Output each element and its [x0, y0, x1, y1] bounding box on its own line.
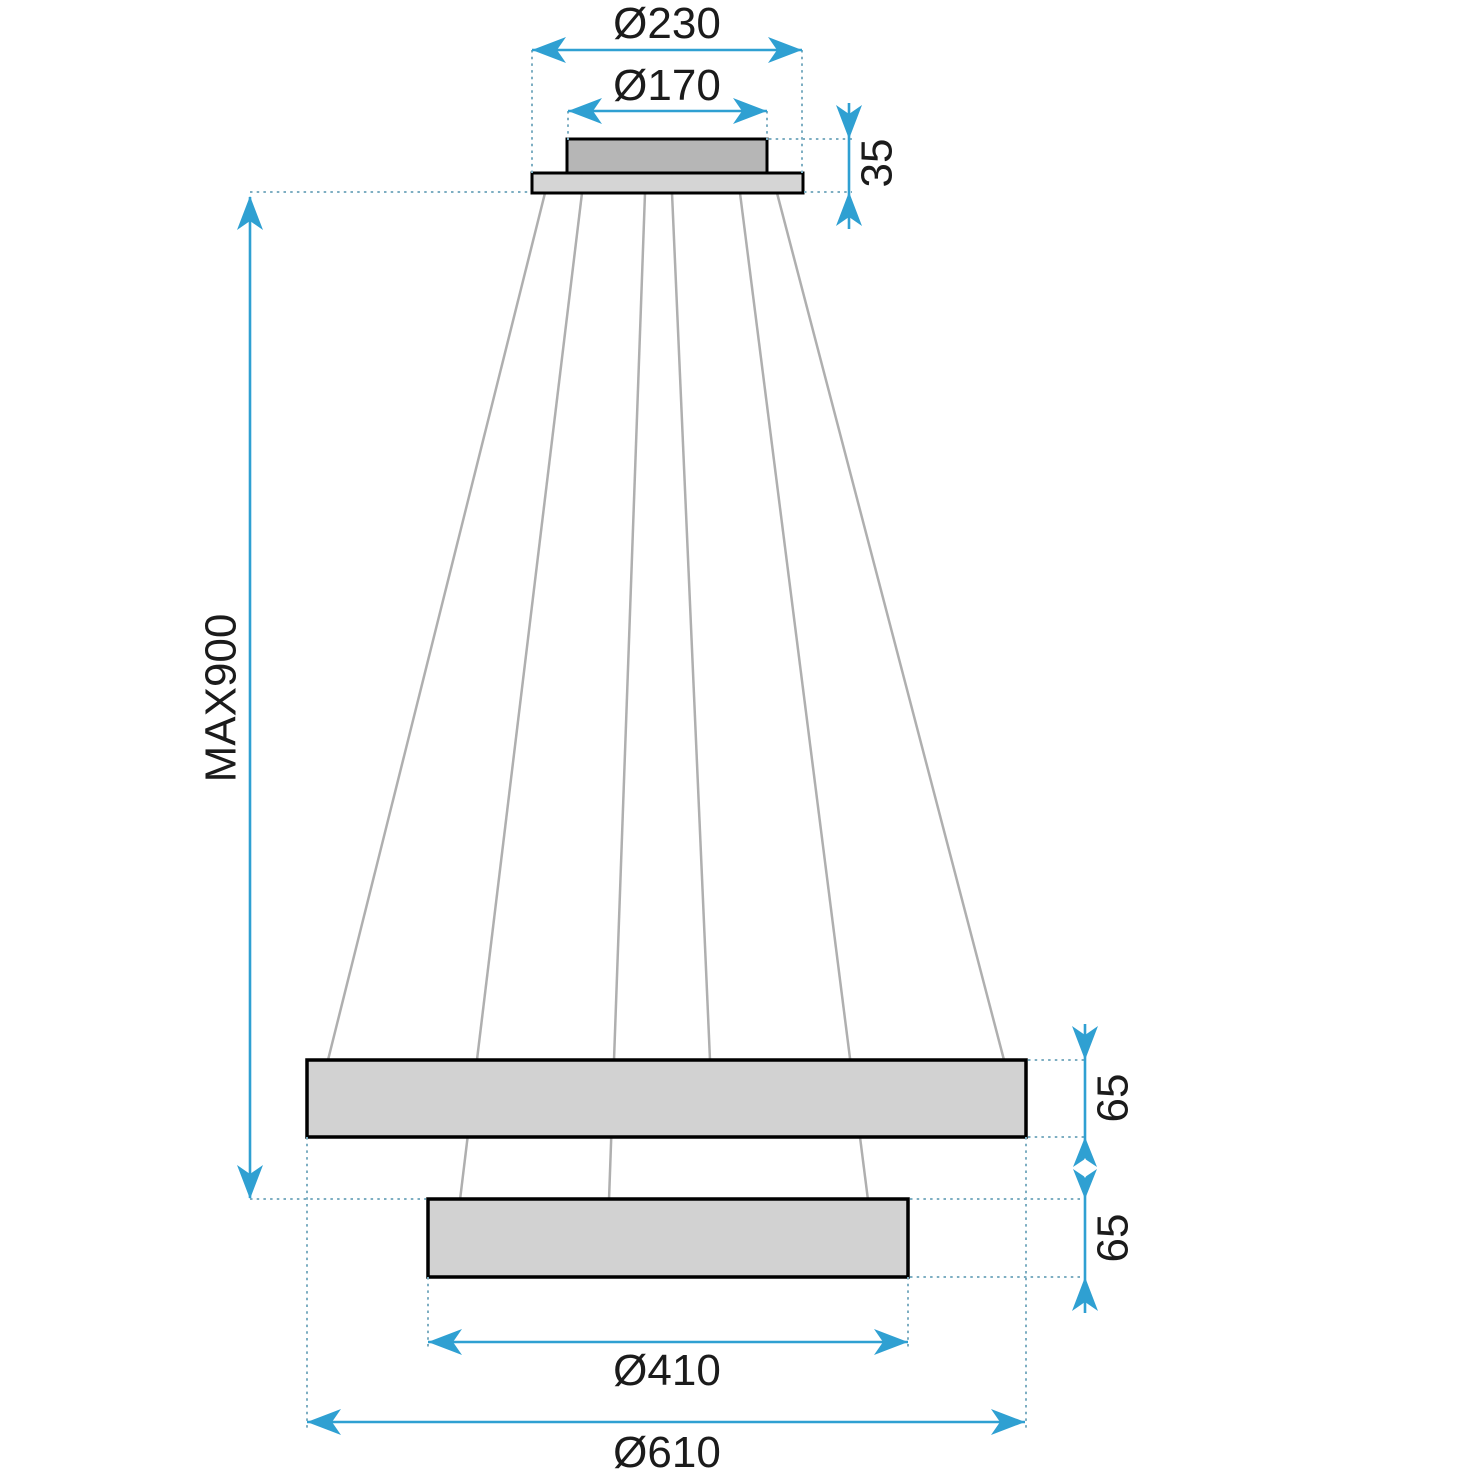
suspension-wire	[607, 192, 647, 1201]
extension-lines	[250, 50, 1086, 1428]
inner-ring	[426, 1197, 910, 1279]
suspension-wire	[775, 192, 1006, 1061]
arrow-up-icon	[1072, 1277, 1098, 1311]
arrow-up-icon	[836, 192, 862, 226]
outer-ring-diameter-label: Ø610	[613, 1428, 721, 1477]
suspension-wire	[458, 192, 584, 1201]
dimension-labels: Ø230 Ø170 35 MAX900 65 65 Ø410 Ø610	[197, 0, 1138, 1477]
canopy-inner-diameter-label: Ø170	[613, 61, 721, 110]
arrow-left-icon	[428, 1329, 462, 1355]
outer-ring-height-label: 65	[1089, 1074, 1138, 1123]
arrow-down-icon	[1072, 1026, 1098, 1060]
arrow-right-icon	[874, 1329, 908, 1355]
arrow-up-icon	[1073, 1137, 1097, 1167]
arrow-right-icon	[733, 98, 767, 124]
outer-ring	[305, 1058, 1028, 1139]
inner-ring-height-label: 65	[1089, 1214, 1138, 1263]
canopy-mount-plate	[530, 171, 805, 195]
suspension-wires	[326, 192, 1006, 1201]
canopy-outer-diameter-label: Ø230	[613, 0, 721, 48]
max-suspension-label: MAX900	[197, 614, 246, 783]
gap-diamond-icon	[1079, 1158, 1091, 1178]
suspension-wire	[670, 192, 712, 1061]
canopy-height-label: 35	[853, 139, 902, 188]
suspension-wire	[326, 192, 547, 1061]
arrow-left-icon	[307, 1409, 341, 1435]
dimension-arrowheads	[237, 37, 1098, 1435]
arrow-down-icon	[836, 105, 862, 139]
suspension-wire	[738, 192, 870, 1201]
inner-ring-diameter-label: Ø410	[613, 1346, 721, 1395]
arrow-down-icon	[237, 1165, 263, 1199]
canopy-driver-box	[565, 137, 769, 175]
arrow-up-icon	[237, 196, 263, 230]
arrow-down-icon	[1073, 1169, 1097, 1199]
arrow-left-icon	[532, 37, 566, 63]
arrow-right-icon	[768, 37, 802, 63]
arrow-right-icon	[991, 1409, 1025, 1435]
arrow-left-icon	[568, 98, 602, 124]
